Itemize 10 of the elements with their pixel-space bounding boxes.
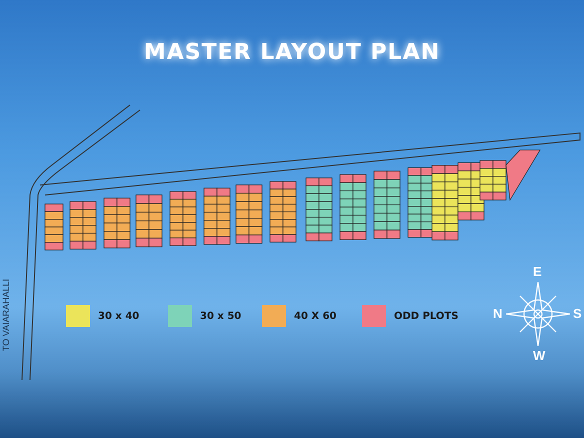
compass-letter: W: [533, 348, 546, 363]
legend-label: 30 x 50: [200, 310, 242, 322]
title: MASTER LAYOUT PLAN: [144, 40, 440, 65]
compass-letter: E: [533, 264, 542, 279]
compass-letter: S: [573, 306, 582, 321]
legend-label: ODD PLOTS: [394, 310, 458, 322]
legend-label: 30 x 40: [98, 310, 140, 322]
road-direction-label: TO VAIARAHALLI: [1, 278, 12, 352]
compass-letter: N: [493, 306, 502, 321]
legend-label: 40 X 60: [294, 310, 337, 322]
